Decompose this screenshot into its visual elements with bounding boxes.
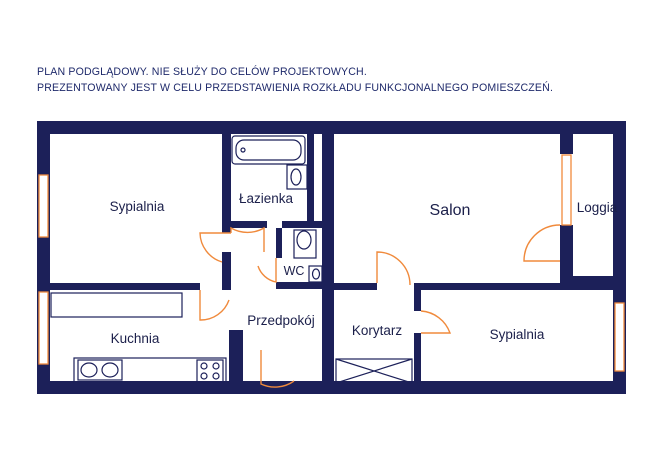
windows [38,154,625,372]
doors [199,224,561,388]
door-kitchen [199,290,230,321]
disclaimer-notice: PLAN PODGLĄDOWY. NIE SŁUŻY DO CELÓW PROJ… [37,64,553,96]
stove-icon [196,359,224,383]
room-label-corridor: Korytarz [352,323,403,338]
kitchen-worktop [73,357,227,383]
fixtures [50,135,413,384]
room-labels: Sypialnia Łazienka Salon Loggia WC Kuchn… [110,191,618,346]
door-wc [257,258,277,283]
window-loggia [561,154,572,226]
window-bedroom-right [614,302,625,372]
door-bedroom-right [420,310,451,334]
room-label-living-room: Salon [430,202,471,219]
bathtub-icon [231,135,306,165]
door-loggia [523,224,561,262]
disclaimer-line-1: PLAN PODGLĄDOWY. NIE SŁUŻY DO CELÓW PROJ… [37,66,367,78]
room-label-bedroom-left: Sypialnia [110,199,165,214]
room-label-bathroom: Łazienka [239,191,294,206]
door-salon [376,251,411,286]
window-bedroom-left [38,174,49,238]
kitchen-counter [50,292,183,318]
door-bedroom-left [199,232,231,263]
walls [37,121,626,394]
room-label-hallway: Przedpokój [247,313,315,328]
disclaimer-line-2: PREZENTOWANY JEST W CELU PRZEDSTAWIENIA … [37,82,554,94]
door-entry [260,350,295,388]
room-label-bedroom-right: Sypialnia [490,327,545,342]
room-label-wc: WC [284,264,305,278]
room-label-kitchen: Kuchnia [111,331,160,346]
kitchen-sink-icon [77,359,123,381]
wardrobe-icon [335,358,413,384]
toilet-icon [293,229,317,259]
wc-sink-icon [308,265,323,283]
sink-icon [286,164,308,190]
window-kitchen [38,291,49,365]
room-label-loggia: Loggia [577,200,618,215]
door-bathroom [230,226,265,252]
